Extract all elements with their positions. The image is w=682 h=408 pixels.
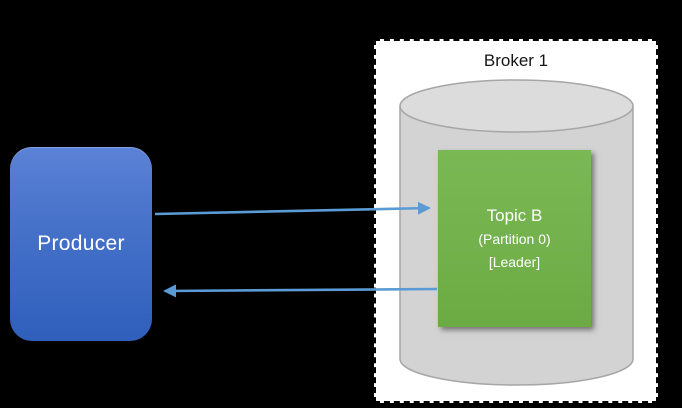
producer-node: Producer <box>10 147 152 341</box>
topic-title: Topic B <box>486 206 543 225</box>
broker-title: Broker 1 <box>483 51 549 70</box>
topic-role: [Leader] <box>488 254 541 270</box>
topic-node: Topic B (Partition 0) [Leader] <box>438 150 591 327</box>
topic-partition: (Partition 0) <box>478 231 551 247</box>
producer-label: Producer <box>37 232 125 255</box>
